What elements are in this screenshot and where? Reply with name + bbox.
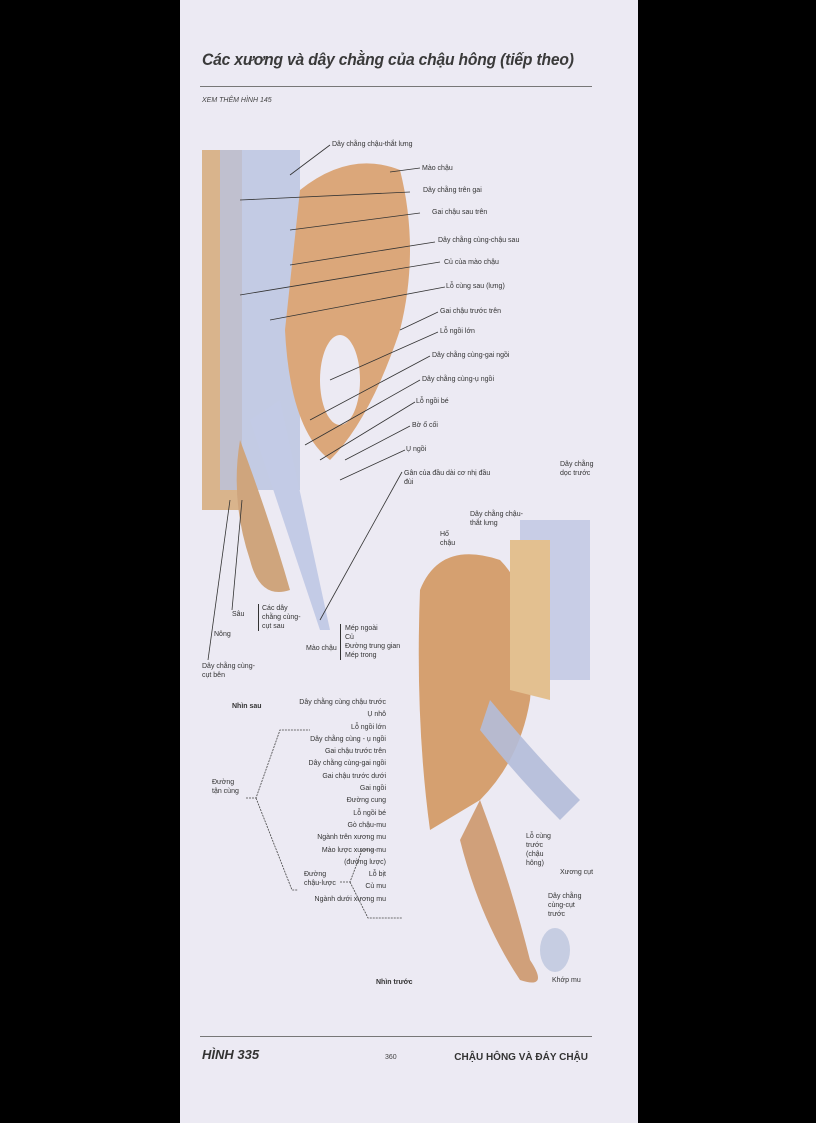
- label-ischial-tuberosity: Ụ ngồi: [406, 446, 427, 453]
- label-ant-longitudinal-lig: Dây chằng dọc trước: [560, 461, 594, 477]
- label-intermediate-zone: Đường trung gian: [345, 643, 401, 650]
- anatomical-illustration: [202, 144, 590, 983]
- anterior-view-label: Nhìn trước: [376, 979, 413, 986]
- anterior-label-list: Dây chằng cùng chậu trước Ụ nhô Lỗ ngồi …: [299, 697, 386, 906]
- see-also-note: XEM THÊM HÌNH 145: [202, 97, 272, 104]
- label-iliac-crest: Mào chậu: [422, 165, 453, 172]
- hip-bone-lower: [236, 440, 290, 592]
- label-post-sacrococcygeal: Các dây chằng cùng-cụt sau: [258, 604, 302, 631]
- label-pubic-tubercle: Củ mu: [365, 883, 386, 891]
- label-superficial: Nông: [214, 631, 231, 638]
- label-asis: Gai chậu trước trên: [440, 308, 502, 315]
- label-promontory: Ụ nhô: [367, 711, 386, 719]
- label-lateral-sacrococcygeal: Dây chằng cùng-cụt bên: [202, 663, 255, 679]
- label-outer-lip: Mép ngoài: [345, 625, 378, 632]
- posterior-view-label: Nhìn sau: [232, 703, 262, 710]
- bracket-lines: [246, 729, 402, 919]
- page-number: 360: [385, 1054, 397, 1061]
- label-terminal-line: Đường tận cùng: [212, 779, 239, 795]
- label-ant-iliac-crest: Mào chậu: [306, 645, 337, 652]
- label-ant-sacral-foramina: Lỗ cùng trước (chậu hông): [526, 833, 551, 867]
- sacrotuberous-ligament: [250, 400, 330, 630]
- label-iliac-fossa: Hố chậu: [440, 531, 456, 547]
- page-title: Các xương và dây chằng của chậu hông (ti…: [202, 50, 574, 69]
- label-coccyx: Xương cụt: [560, 869, 594, 876]
- section-title: CHẬU HÔNG VÀ ĐÁY CHẬU: [454, 1052, 588, 1063]
- sacrospinous-anterior: [480, 700, 580, 820]
- book-page: Các xương và dây chằng của chậu hông (ti…: [180, 0, 638, 1123]
- label-deep: Sâu: [232, 611, 245, 618]
- leader-lines: [207, 144, 446, 661]
- label-obturator-foramen: Lỗ bịt: [368, 871, 386, 879]
- label-iliolumbar-lig: Dây chằng chậu-thắt lưng: [332, 141, 413, 148]
- label-biceps-tendon: Gân của đầu dài cơ nhị đầu đùi: [404, 470, 491, 486]
- footer-divider: [200, 1036, 592, 1037]
- label-pubic-symphysis: Khớp mu: [552, 977, 581, 984]
- label-ant-lesser-sciatic: Lỗ ngồi bé: [353, 809, 386, 817]
- label-iliopubic-eminence: Gò chậu-mu: [347, 821, 386, 829]
- label-pecten-pubis: Mào lược xương mu (đường lược): [321, 846, 386, 866]
- label-greater-sciatic-foramen: Lỗ ngồi lớn: [440, 328, 475, 335]
- label-iliopectineal-line: Đường chậu-lược: [304, 871, 336, 887]
- label-ant-sacrospinous: Dây chằng cùng-gai ngồi: [308, 760, 386, 768]
- label-sacrotuberous-lig: Dây chằng cùng-ụ ngồi: [422, 376, 494, 383]
- ischium-pubis: [460, 800, 538, 983]
- label-aiis: Gai chậu trước dưới: [322, 772, 386, 780]
- label-iliac-tubercle: Củ của mào chậu: [444, 259, 499, 266]
- sacrum-bone: [510, 540, 550, 700]
- divider: [200, 86, 592, 87]
- label-ant-asis: Gai chậu trước trên: [324, 748, 386, 756]
- label-post-sacral-foramina: Lỗ cùng sau (lưng): [446, 283, 505, 290]
- greater-sciatic-notch: [320, 335, 360, 425]
- label-arcuate-line: Đường cung: [346, 797, 386, 805]
- label-ant-sacrococcygeal: Dây chằng cùng-cụt trước: [548, 893, 582, 918]
- label-supraspinous-lig: Dây chằng trên gai: [423, 187, 482, 194]
- label-lesser-sciatic-foramen: Lỗ ngồi bé: [416, 398, 449, 405]
- label-tubercle: Củ: [345, 634, 354, 641]
- anterior-ilium: [418, 554, 532, 830]
- label-inner-lip: Mép trong: [345, 652, 377, 659]
- label-sacrospinous-lig: Dây chằng cùng-gai ngồi: [432, 352, 510, 359]
- label-ant-sacrotuberous: Dây chằng cùng - ụ ngồi: [310, 735, 386, 743]
- pubic-symphysis: [540, 928, 570, 972]
- label-ischial-spine: Gai ngồi: [359, 785, 386, 793]
- label-ant-sacroiliac-lig: Dây chằng cùng chậu trước: [299, 699, 386, 706]
- posterior-ilium: [285, 163, 410, 461]
- figure-number: HÌNH 335: [202, 1047, 260, 1062]
- iliac-crest-parts: Mép ngoài Củ Đường trung gian Mép trong: [340, 624, 400, 660]
- label-ant-greater-sciatic: Lỗ ngồi lớn: [351, 723, 386, 731]
- label-ant-iliolumbar-lig: Dây chằng chậu-thắt lưng: [470, 511, 523, 527]
- label-acetabular-margin: Bờ ổ cối: [412, 422, 438, 429]
- label-psis: Gai chậu sau trên: [432, 209, 488, 216]
- label-superior-pubic-ramus: Ngành trên xương mu: [317, 834, 386, 842]
- label-inferior-pubic-ramus: Ngành dưới xương mu: [314, 895, 386, 903]
- label-post-sacroiliac-lig: Dây chằng cùng-chậu sau: [438, 237, 520, 244]
